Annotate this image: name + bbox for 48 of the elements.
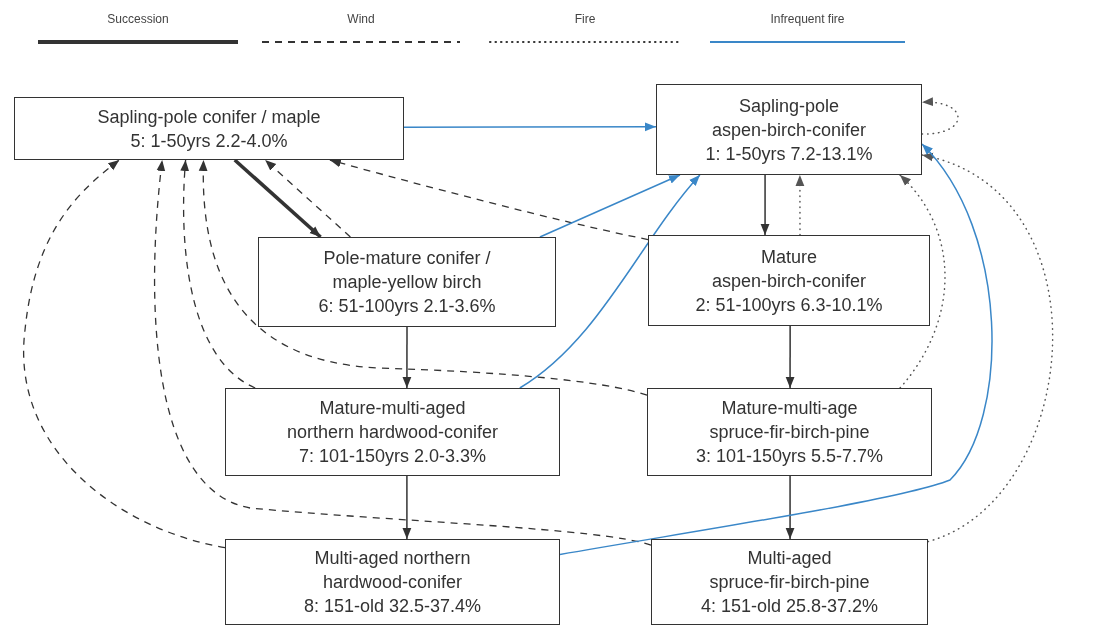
state-text: 1: 1-50yrs 7.2-13.1% [705,142,873,166]
state-text: Sapling-pole aspen-birch-conifer [710,94,868,142]
state-box [14,97,404,160]
state-text: Multi-aged spruce-fir-birch-pine [708,547,871,594]
state-text: 7: 101-150yrs 2.0-3.3% [298,445,487,468]
state-text: 2: 51-100yrs 6.3-10.1% [695,293,883,317]
arrow [921,98,959,135]
arrow [403,122,657,132]
state-text: Sapling-pole conifer / maple [96,105,322,129]
state-text: Pole-mature conifer / maple-yellow birch [322,247,492,294]
arrow [785,475,795,540]
state-text: Mature-multi-age spruce-fir-birch-pine [708,397,871,444]
arrow [264,159,352,238]
arrow [402,475,412,540]
legend-label: Infrequent fire [770,11,845,28]
state-text: 5: 1-50yrs 2.2-4.0% [130,129,288,153]
state-text: Mature aspen-birch-conifer [710,245,868,293]
arrow [233,158,322,239]
arrow [559,143,993,556]
arrow [760,174,770,236]
legend-label: Wind [347,11,375,28]
legend-label: Fire [574,11,596,28]
arrow [329,158,649,241]
arrow [519,174,701,389]
state-text: 6: 51-100yrs 2.1-3.6% [318,295,496,318]
arrow [899,174,946,389]
state-box [225,388,560,476]
arrow [23,159,226,549]
state-box [225,539,560,625]
arrow [921,154,1054,543]
arrow [199,159,648,396]
state-text: Mature-multi-aged northern hardwood-conifer [285,397,500,444]
arrow [180,159,256,389]
state-box [258,237,556,327]
state-text: Multi-aged northern hardwood-conifer [313,547,472,594]
state-text: 4: 151-old 25.8-37.2% [700,595,879,618]
state-box [656,84,922,175]
state-box [647,388,932,476]
arrow [153,159,652,546]
legend-label: Succession [107,11,169,28]
arrow [795,174,805,236]
state-text: 3: 101-150yrs 5.5-7.7% [695,445,884,468]
state-box [648,235,930,326]
arrow [539,174,681,238]
arrow [402,326,412,389]
state-text: 8: 151-old 32.5-37.4% [303,595,482,618]
state-box [651,539,928,625]
arrow [785,325,795,389]
